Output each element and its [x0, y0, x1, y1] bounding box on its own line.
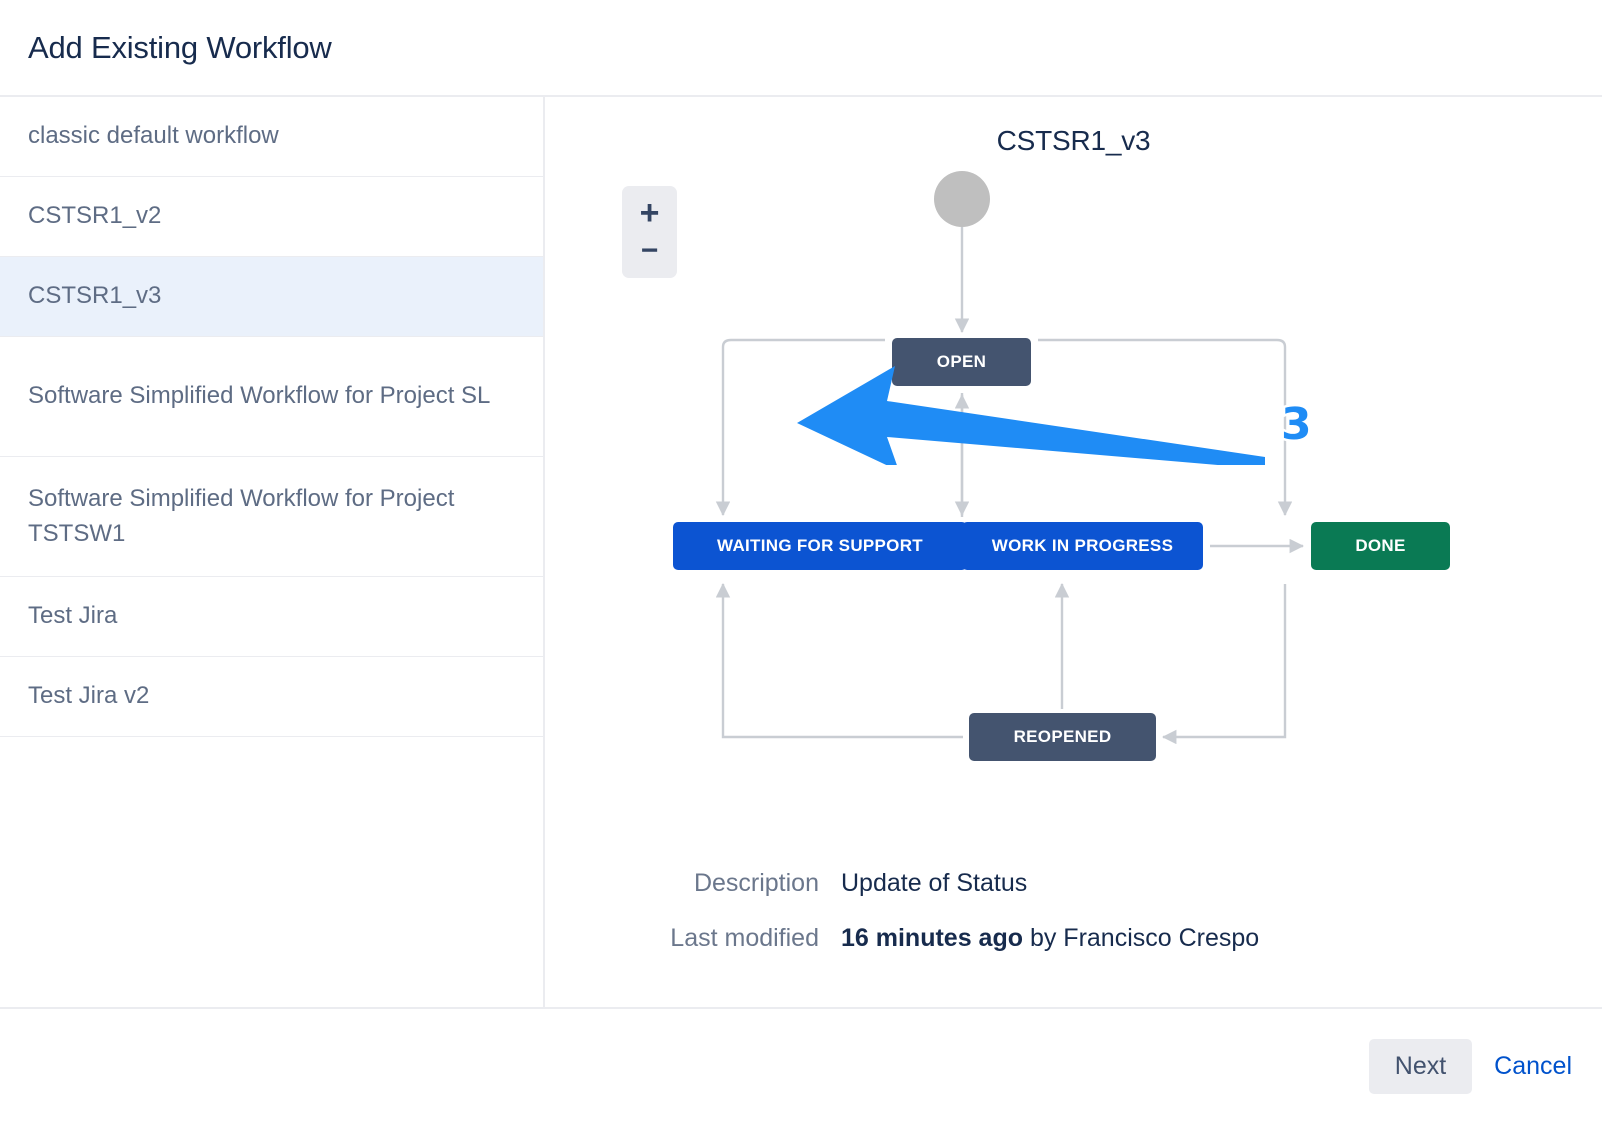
dialog-header: Add Existing Workflow — [0, 0, 1602, 97]
last-modified-time: 16 minutes ago — [841, 924, 1023, 952]
workflow-list-item-label: Software Simplified Workflow for Project… — [28, 485, 455, 547]
start-node-circle — [934, 171, 990, 227]
last-modified-author: by Francisco Crespo — [1023, 924, 1260, 952]
workflow-preview-panel: CSTSR1_v3 + − — [545, 97, 1602, 1007]
workflow-node-waiting-for-support[interactable]: WAITING FOR SUPPORT — [673, 522, 967, 570]
workflow-node-label: REOPENED — [1013, 727, 1112, 746]
description-label: Description — [693, 869, 819, 897]
workflow-list-item[interactable]: Test Jira v2 — [0, 657, 543, 737]
next-button[interactable]: Next — [1368, 1039, 1473, 1094]
last-modified-label: Last modified — [670, 924, 819, 952]
zoom-controls: + − — [622, 186, 677, 278]
workflow-nodes-layer: OPEN WAITING FOR SUPPORT WORK IN PROGRESS D… — [545, 97, 1602, 817]
workflow-list-item[interactable]: Test Jira — [0, 577, 543, 657]
workflow-list-item-label: CSTSR1_v3 — [28, 282, 162, 310]
workflow-node-open[interactable]: OPEN — [892, 338, 1031, 386]
annotation-number: 3 — [1279, 399, 1315, 450]
workflow-node-reopened[interactable]: REOPENED — [969, 713, 1156, 761]
zoom-in-button[interactable]: + — [639, 194, 660, 232]
workflow-list-item-label: Test Jira — [28, 602, 118, 630]
workflow-node-done[interactable]: DONE — [1311, 522, 1450, 570]
workflow-node-label: WAITING FOR SUPPORT — [717, 536, 923, 555]
workflow-node-work-in-progress[interactable]: WORK IN PROGRESS — [962, 522, 1203, 570]
description-row: Description Update of Status — [545, 869, 1602, 898]
workflow-node-label: DONE — [1355, 536, 1406, 555]
workflow-meta: Description Update of Status Last modifi… — [545, 869, 1602, 979]
last-modified-row: Last modified 16 minutes ago by Francisc… — [545, 924, 1602, 953]
last-modified-value: 16 minutes ago by Francisco Crespo — [841, 924, 1259, 953]
zoom-out-button[interactable]: − — [640, 234, 659, 267]
workflow-list-item-label: CSTSR1_v2 — [28, 202, 162, 230]
page-title: Add Existing Workflow — [28, 29, 332, 65]
preview-title: CSTSR1_v3 — [996, 125, 1151, 156]
workflow-list-item-label: Software Simplified Workflow for Project… — [28, 382, 491, 410]
workflow-list-item-label: classic default workflow — [28, 122, 279, 150]
workflow-list-item[interactable]: Software Simplified Workflow for Project… — [0, 337, 543, 457]
workflow-node-label: WORK IN PROGRESS — [991, 536, 1174, 555]
workflow-list-item[interactable]: CSTSR1_v2 — [0, 177, 543, 257]
workflow-list-item[interactable]: CSTSR1_v3 — [0, 257, 543, 337]
description-value: Update of Status — [841, 869, 1028, 897]
cancel-button[interactable]: Cancel — [1494, 1052, 1572, 1080]
workflow-node-label: OPEN — [936, 352, 987, 371]
workflow-list-item-label: Test Jira v2 — [28, 682, 150, 710]
workflow-list-item[interactable]: classic default workflow — [0, 97, 543, 177]
workflow-list-item[interactable]: Software Simplified Workflow for Project… — [0, 457, 543, 577]
dialog-footer: Next Cancel — [0, 1007, 1602, 1124]
